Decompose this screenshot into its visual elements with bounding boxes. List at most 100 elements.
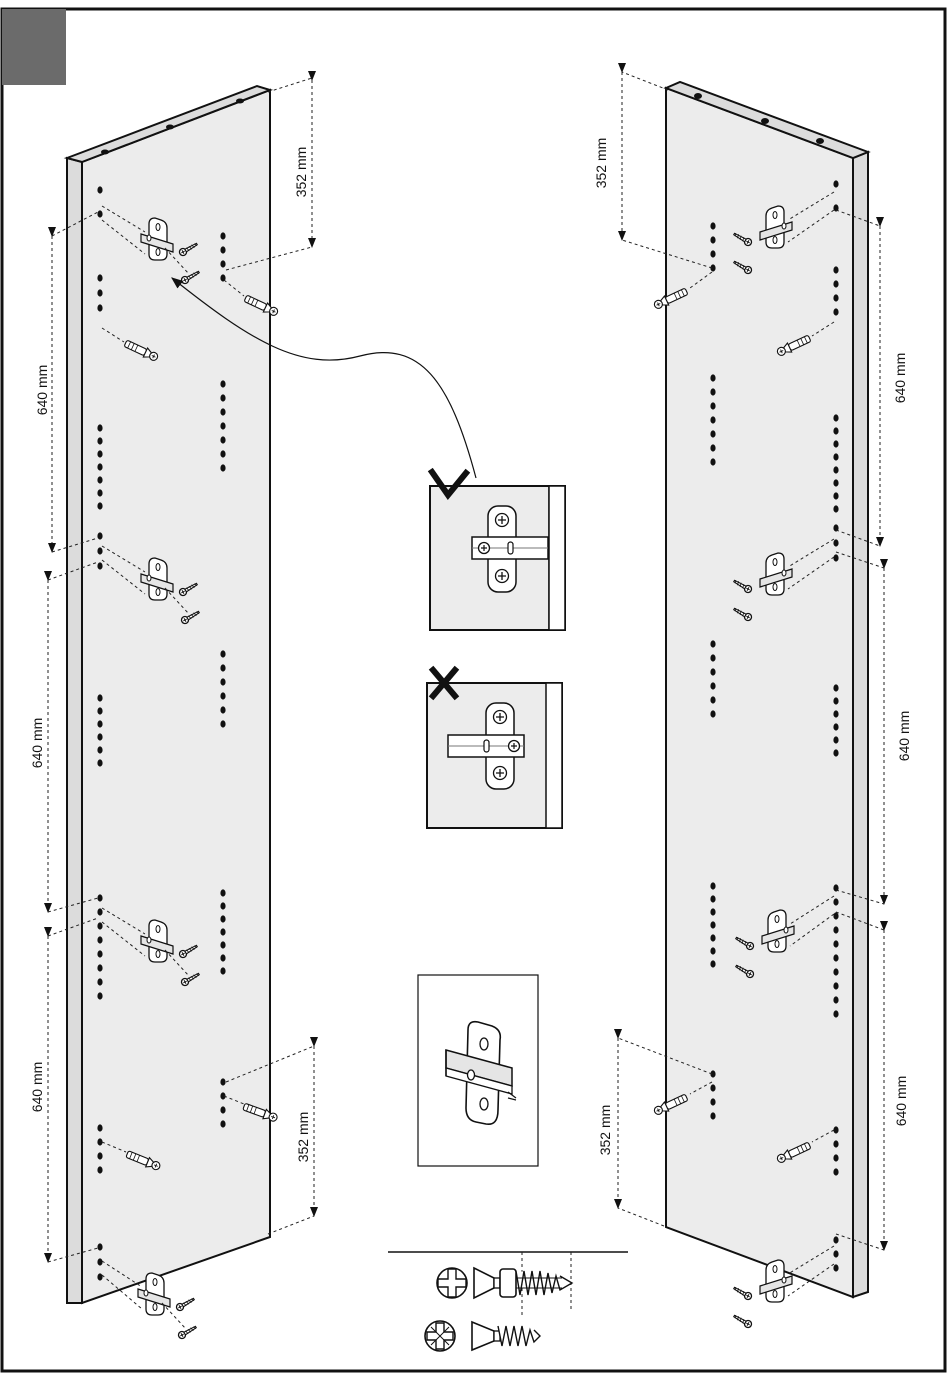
drill-hole <box>97 950 102 957</box>
drill-hole <box>710 882 715 889</box>
drill-hole <box>97 978 102 985</box>
drill-hole <box>833 505 838 512</box>
drill-hole <box>220 380 225 387</box>
drill-hole <box>97 289 102 296</box>
drill-hole <box>833 1140 838 1147</box>
drill-hole <box>833 736 838 743</box>
drill-hole <box>97 707 102 714</box>
left-front-hole-col <box>97 532 102 569</box>
drill-hole <box>97 502 102 509</box>
bracket-detail <box>418 975 538 1166</box>
drill-hole <box>220 902 225 909</box>
drill-hole <box>220 408 225 415</box>
drill-hole <box>710 640 715 647</box>
drill-hole <box>833 697 838 704</box>
drill-hole <box>97 1243 102 1250</box>
detail-correct <box>430 472 565 630</box>
drill-hole <box>710 934 715 941</box>
drill-hole <box>710 374 715 381</box>
drill-hole <box>97 1124 102 1131</box>
left-front-hole-col <box>97 274 102 311</box>
drill-hole <box>710 416 715 423</box>
dim-left-bottom: 352 mm <box>295 1112 311 1163</box>
dim-right-top: 352 mm <box>593 138 609 189</box>
right-panel-edge <box>853 152 868 1297</box>
drill-hole <box>220 246 225 253</box>
drill-hole <box>710 388 715 395</box>
dim-right-640-b: 640 mm <box>896 711 912 762</box>
dim-left-top: 352 mm <box>293 147 309 198</box>
drill-hole <box>97 463 102 470</box>
drill-hole <box>833 1264 838 1271</box>
drill-hole <box>833 294 838 301</box>
drill-hole <box>710 402 715 409</box>
drill-hole <box>97 746 102 753</box>
drill-hole <box>833 710 838 717</box>
drill-hole <box>833 1250 838 1257</box>
drill-hole <box>833 427 838 434</box>
drill-hole <box>710 1112 715 1119</box>
drill-hole <box>220 650 225 657</box>
phillips-drive-icon <box>437 1268 467 1298</box>
drill-hole <box>833 1126 838 1133</box>
drill-hole <box>833 940 838 947</box>
drill-hole <box>220 967 225 974</box>
drill-hole <box>220 450 225 457</box>
drill-hole <box>97 1258 102 1265</box>
drill-hole <box>220 436 225 443</box>
right-front-hole-col <box>833 1236 838 1271</box>
dim-left-640-b: 640 mm <box>29 718 45 769</box>
drill-hole <box>833 453 838 460</box>
drill-hole <box>220 915 225 922</box>
drill-hole <box>220 260 225 267</box>
drill-hole <box>97 992 102 999</box>
drill-hole <box>220 706 225 713</box>
drill-hole <box>220 692 225 699</box>
drill-hole <box>833 1236 838 1243</box>
drill-hole <box>97 694 102 701</box>
drill-hole <box>97 274 102 281</box>
drill-hole <box>710 921 715 928</box>
drill-hole <box>833 954 838 961</box>
drill-hole <box>97 720 102 727</box>
dim-left-640-c: 640 mm <box>29 1062 45 1113</box>
drill-hole <box>710 430 715 437</box>
drill-hole <box>833 266 838 273</box>
drill-hole <box>220 928 225 935</box>
drill-hole <box>97 1273 102 1280</box>
drill-hole <box>710 908 715 915</box>
drill-hole <box>710 1098 715 1105</box>
drill-hole <box>220 464 225 471</box>
drill-hole <box>220 678 225 685</box>
step-marker <box>2 9 66 85</box>
drill-hole <box>97 532 102 539</box>
drill-hole <box>710 960 715 967</box>
drill-hole <box>833 926 838 933</box>
drill-hole <box>97 1166 102 1173</box>
drill-hole <box>833 280 838 287</box>
drill-hole <box>97 304 102 311</box>
drill-hole <box>220 889 225 896</box>
drill-hole <box>97 450 102 457</box>
drill-hole <box>97 437 102 444</box>
drill-hole <box>220 954 225 961</box>
drill-hole <box>833 912 838 919</box>
drill-hole <box>710 696 715 703</box>
drill-hole <box>97 733 102 740</box>
drill-hole <box>833 996 838 1003</box>
drill-hole <box>97 562 102 569</box>
drill-hole <box>710 444 715 451</box>
drill-hole <box>833 1168 838 1175</box>
drill-hole <box>833 1010 838 1017</box>
drill-hole <box>833 723 838 730</box>
drill-hole <box>97 964 102 971</box>
drill-hole <box>97 1152 102 1159</box>
drill-hole <box>710 947 715 954</box>
drill-hole <box>97 476 102 483</box>
drill-hole <box>220 720 225 727</box>
drill-hole <box>710 895 715 902</box>
drill-hole <box>97 489 102 496</box>
drill-hole <box>220 422 225 429</box>
drill-hole <box>97 1138 102 1145</box>
